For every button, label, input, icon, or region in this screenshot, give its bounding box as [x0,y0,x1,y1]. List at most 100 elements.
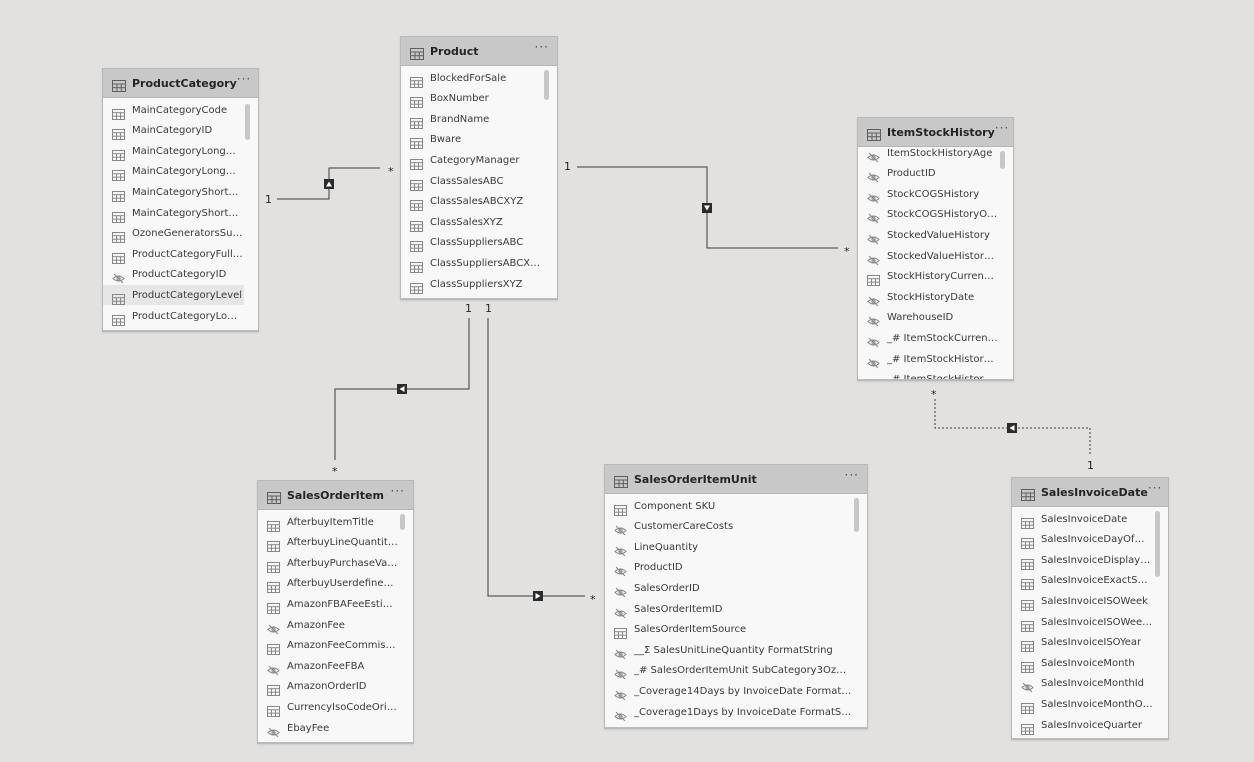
field-name: SalesInvoiceISOWeek... [1041,616,1153,628]
field-item[interactable]: AmazonFeeCommissi... [258,636,399,656]
field-item[interactable]: WarehouseID [858,308,999,328]
field-item[interactable]: CurrencyIsoCodeOrigin [258,697,399,717]
field-item[interactable]: AmazonFeeFBA [258,656,399,676]
field-item[interactable]: StockHistoryDate [858,287,999,307]
field-item[interactable]: ClassSalesABCXYZ [401,192,543,212]
field-item[interactable]: ProductID [605,558,853,578]
scrollbar-thumb[interactable] [400,514,405,530]
field-item[interactable]: SalesInvoiceDate [1012,509,1154,529]
field-item[interactable]: __Σ SalesUnitLineQuantity FormatString [605,640,853,660]
field-item[interactable]: ProductCategoryID [103,265,244,285]
field-item[interactable]: MainCategoryShortN... [103,203,244,223]
field-item[interactable]: Component SKU [605,496,853,516]
field-item[interactable]: SalesInvoiceDisplayNa... [1012,550,1154,570]
field-item[interactable]: BrandName [401,109,543,129]
field-item[interactable]: SalesInvoiceDayOfMo... [1012,530,1154,550]
more-options-icon[interactable]: ··· [236,72,252,86]
field-item[interactable]: ProductCategoryLevel [103,285,244,306]
field-item[interactable]: BlockedForSale [401,68,543,88]
field-item[interactable]: _# ItemStockCurrent F... [858,328,999,348]
more-options-icon[interactable]: ··· [844,468,859,482]
field-item[interactable]: AmazonFee [258,615,399,635]
field-item[interactable]: MainCategoryLongNa... [103,141,244,161]
field-item[interactable]: AfterbuyUserdefinedfl... [258,574,399,594]
table-card-header[interactable]: ItemStockHistory··· [858,118,1013,147]
field-item[interactable]: SalesOrderItemID [605,599,853,619]
scrollbar-thumb[interactable] [544,70,549,100]
field-item[interactable]: SalesInvoiceISOWeek... [1012,612,1154,632]
more-options-icon[interactable]: ··· [390,484,405,498]
field-item[interactable]: CategoryManager [401,150,543,170]
field-item[interactable]: AfterbuyLineQuantity... [258,533,399,553]
field-item[interactable]: _Coverage14Days by InvoiceDate FormatStr… [605,681,853,701]
scrollbar-thumb[interactable] [245,104,250,140]
field-item[interactable]: MainCategoryShortN... [103,182,244,202]
field-item[interactable]: AmazonFBAFeeEstima... [258,594,399,614]
field-item[interactable]: SalesInvoiceExactSam... [1012,571,1154,591]
field-item[interactable]: AfterbuyItemTitle [258,512,399,532]
field-item[interactable]: SalesOrderItemSource [605,620,853,640]
field-item[interactable]: ItemStockHistoryAge [858,147,999,163]
field-item[interactable]: AfterbuyPurchaseValu... [258,553,399,573]
field-name: _# ItemStockHistory E... [887,353,998,365]
field-item[interactable]: ProductID [858,164,999,184]
field-item[interactable]: StockCOGSHistory [858,184,999,204]
field-item[interactable]: ClassSuppliersABC [401,233,543,253]
field-item[interactable]: ClassSalesABC [401,171,543,191]
field-item[interactable]: AmazonOrderID [258,677,399,697]
more-options-icon[interactable]: ··· [994,121,1010,135]
field-item[interactable]: ClassSuppliersXYZ [401,274,543,294]
field-item[interactable]: SalesInvoiceMonth [1012,653,1154,673]
field-item[interactable]: _# SalesOrderItemUnit SubCategory3Ozon F… [605,661,853,681]
field-item[interactable]: StockedValueHistory [858,225,999,245]
table-card-header[interactable]: ProductCategory··· [103,69,258,98]
field-item[interactable]: SalesInvoiceISOWeek [1012,591,1154,611]
field-item[interactable]: StockCOGSHistoryOri... [858,205,999,225]
field-item[interactable]: MainCategoryID [103,121,244,141]
field-item[interactable]: ProductCategoryLong... [103,306,244,326]
table-card-bottom-edge [258,742,413,743]
field-item[interactable]: _# ItemStockHistory E... [858,349,999,369]
field-item[interactable]: ProductCategoryFullC... [103,244,244,264]
field-item[interactable]: OzoneGeneratorsSub... [103,224,244,244]
field-item[interactable]: _Coverage1Days by InvoiceDate FormatStri… [605,702,853,722]
field-item[interactable]: SalesInvoiceISOYear [1012,633,1154,653]
field-item[interactable]: ClassSuppliersABCXYZ [401,253,543,273]
table-card-header[interactable]: Product··· [401,37,557,66]
field-item[interactable]: LineQuantity [605,537,853,557]
field-item[interactable]: MainCategoryLongNa... [103,162,244,182]
field-item[interactable]: MainCategoryCode [103,100,244,120]
table-card-header[interactable]: SalesOrderItemUnit··· [605,465,867,494]
field-item[interactable]: CustomerCareCosts [605,517,853,537]
scrollbar-thumb[interactable] [1000,151,1005,169]
field-item[interactable]: SalesInvoiceMonthOf... [1012,694,1154,714]
field-item[interactable]: SalesInvoiceMonthId [1012,674,1154,694]
field-item[interactable]: BoxNumber [401,89,543,109]
scrollbar-thumb[interactable] [854,498,859,532]
table-card-header[interactable]: SalesInvoiceDate··· [1012,478,1168,507]
more-options-icon[interactable]: ··· [534,40,549,54]
field-item[interactable]: SalesInvoiceQuarter [1012,715,1154,735]
table-card-header[interactable]: SalesOrderItem··· [258,481,413,510]
field-item[interactable]: StockedValueHistoryO... [858,246,999,266]
field-item[interactable]: EbayFee [258,718,399,738]
field-item[interactable]: SalesOrderID [605,578,853,598]
field-item[interactable]: StockHistoryCurrencyl... [858,267,999,287]
field-item[interactable]: ClassSalesXYZ [401,212,543,232]
scrollbar-thumb[interactable] [1155,511,1160,577]
more-options-icon[interactable]: ··· [1147,481,1163,495]
field-item[interactable]: Bware [401,130,543,150]
